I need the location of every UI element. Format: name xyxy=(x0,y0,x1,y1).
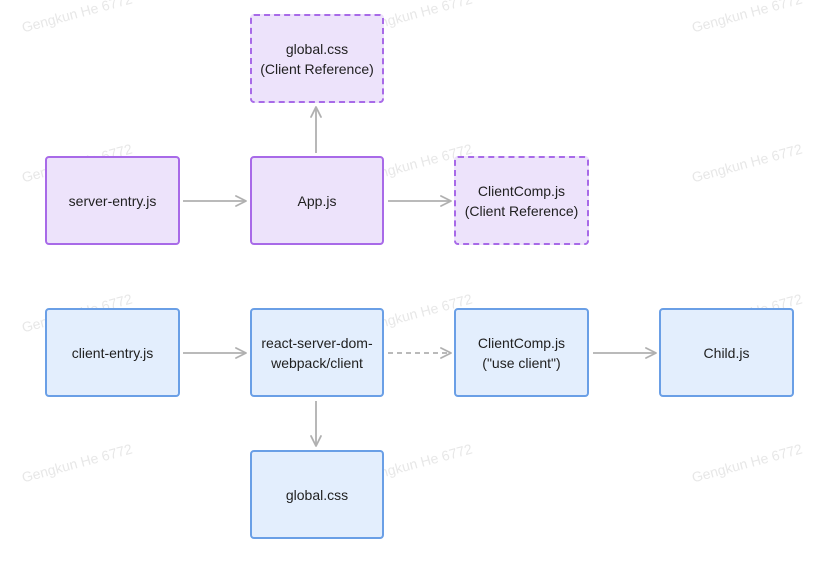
node-label-line1: react-server-dom- xyxy=(261,334,373,351)
node-client-comp: ClientComp.js ("use client") xyxy=(454,308,589,397)
node-label-line1: ClientComp.js xyxy=(477,182,566,199)
node-rsd-client: react-server-dom- webpack/client xyxy=(250,308,384,397)
node-server-global-css: global.css (Client Reference) xyxy=(250,14,384,103)
node-server-client-comp: ClientComp.js (Client Reference) xyxy=(454,156,589,245)
node-label-line1: ClientComp.js xyxy=(477,334,566,351)
node-client-entry: client-entry.js xyxy=(45,308,180,397)
node-client-global-css: global.css xyxy=(250,450,384,539)
node-label-line1: App.js xyxy=(297,192,337,209)
node-label-line1: server-entry.js xyxy=(68,192,157,209)
node-label-line1: Child.js xyxy=(703,344,750,361)
node-child: Child.js xyxy=(659,308,794,397)
node-label-line2: (Client Reference) xyxy=(464,202,579,219)
node-label-line2: (Client Reference) xyxy=(260,60,374,77)
node-server-entry: server-entry.js xyxy=(45,156,180,245)
node-label-line1: global.css xyxy=(285,40,349,57)
node-label-line1: client-entry.js xyxy=(71,344,154,361)
node-label-line2: webpack/client xyxy=(271,354,363,371)
node-app: App.js xyxy=(250,156,384,245)
node-label-line1: global.css xyxy=(285,486,349,503)
node-label-line2: ("use client") xyxy=(482,354,561,371)
